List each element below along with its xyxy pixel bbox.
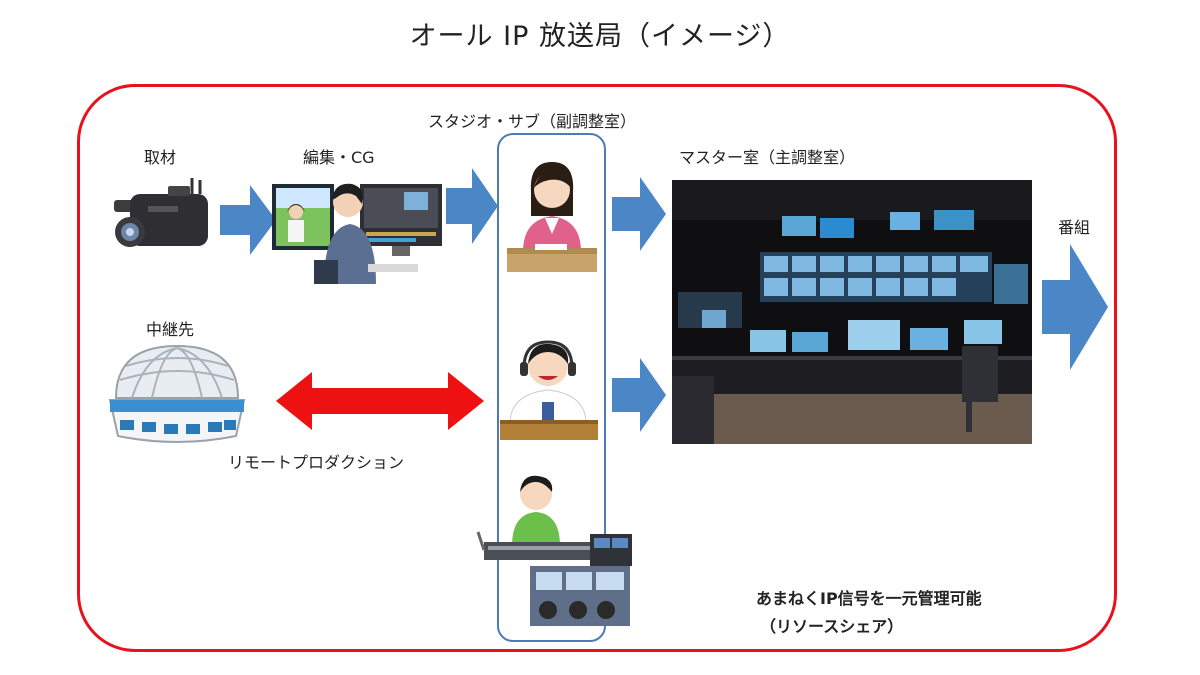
video-camera-icon [114, 178, 208, 247]
remote-production-double-arrow [276, 372, 484, 430]
director-illustration [500, 340, 598, 440]
arrow-camera-to-editing [220, 185, 276, 255]
arrow-editing-to-studio [446, 168, 498, 244]
master-control-room-photo [672, 180, 1032, 444]
diagram-title: オール IP 放送局（イメージ） [409, 21, 791, 52]
broadcast-station-frame [77, 84, 1117, 652]
studio-sub-label: スタジオ・サブ（副調整室） [428, 112, 637, 131]
stadium-icon [108, 344, 246, 443]
relay-site-label: 中継先 [146, 320, 195, 339]
arrow-studio-to-master-top [612, 177, 666, 251]
arrow-studio-to-master-bottom [612, 358, 666, 432]
resource-share-note: あまねくIP信号を一元管理可能 [756, 589, 982, 608]
editing-label: 編集・CG [303, 148, 375, 167]
switcher-operator-illustration [476, 475, 632, 626]
editing-desk-illustration [272, 183, 442, 284]
arrow-master-to-program [1042, 244, 1108, 370]
coverage-label: 取材 [144, 148, 177, 167]
program-label: 番組 [1058, 218, 1091, 237]
resource-share-note-sub: （リソースシェア） [760, 617, 904, 636]
announcer-illustration [507, 162, 597, 272]
remote-production-label: リモートプロダクション [228, 453, 405, 472]
studio-sub-box [497, 133, 606, 642]
master-room-label: マスター室（主調整室） [679, 148, 856, 167]
